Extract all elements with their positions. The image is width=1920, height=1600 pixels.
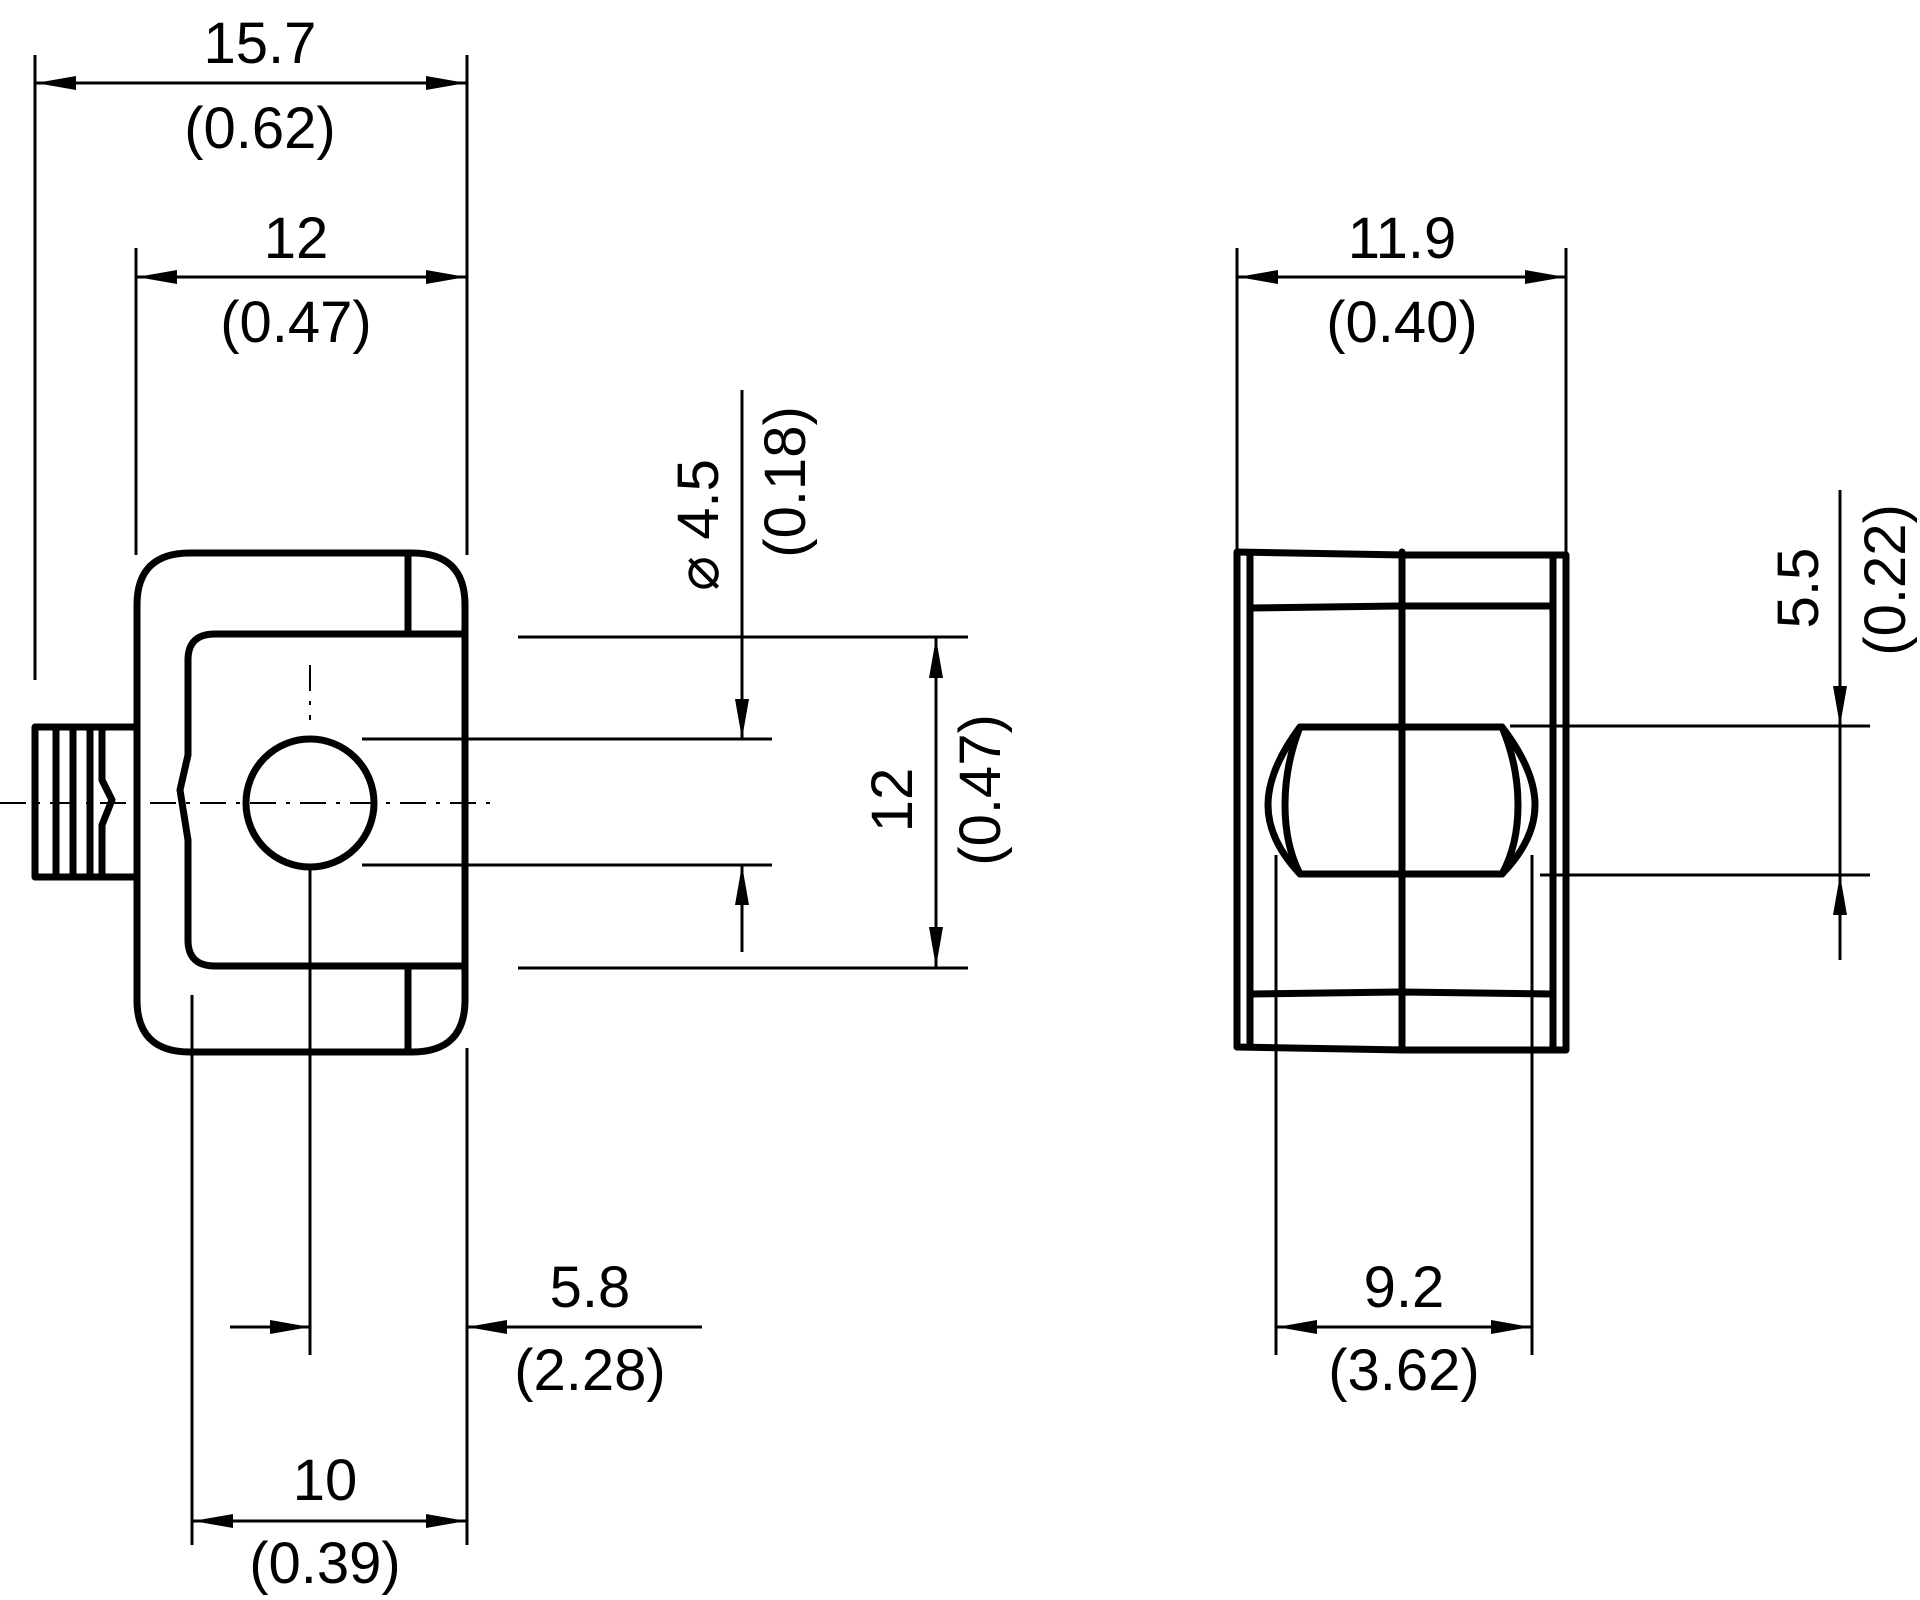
front-body-outline <box>133 549 469 1056</box>
front-connector-notch <box>98 723 116 881</box>
dim-label-width-bottom: 10 <box>293 1448 358 1513</box>
dim-label-hole-offset: 5.8 <box>550 1255 631 1320</box>
dim-label-width-bottom-inch: (0.39) <box>249 1531 401 1596</box>
side-bottom-band <box>1246 988 1557 998</box>
dim-label-width-overall-inch: (0.62) <box>184 96 336 161</box>
side-slot-right-arc <box>1498 723 1522 878</box>
dim-label-height-inch: (0.47) <box>948 714 1013 866</box>
dim-label-slot-width: 9.2 <box>1364 1255 1445 1320</box>
front-inner-channel <box>176 630 469 970</box>
side-view: 11.9 (0.40) 5.5 (0.22) 9.2 (3.62) <box>1233 206 1918 1403</box>
dim-label-width-body-inch: (0.47) <box>220 290 372 355</box>
dim-label-side-width: 11.9 <box>1348 206 1457 271</box>
dim-label-hole-diameter-inch: (0.18) <box>753 406 818 558</box>
dim-label-height: 12 <box>860 768 925 833</box>
dim-label-slot-height-inch: (0.22) <box>1853 504 1918 656</box>
dim-label-slot-width-inch: (3.62) <box>1328 1338 1480 1403</box>
dim-label-width-overall: 15.7 <box>204 11 317 76</box>
front-view: 15.7 (0.62) 12 (0.47) ⌀ 4.5 (0.18) 12 (0… <box>0 11 1013 1596</box>
dim-label-slot-height: 5.5 <box>1766 548 1831 629</box>
dim-label-hole-diameter: ⌀ 4.5 <box>666 459 731 591</box>
side-slot-left-arc <box>1281 723 1304 878</box>
side-top-band <box>1246 602 1557 612</box>
dim-label-side-width-inch: (0.40) <box>1326 290 1478 355</box>
dim-label-hole-offset-inch: (2.28) <box>514 1338 666 1403</box>
dim-label-width-body: 12 <box>264 206 329 271</box>
